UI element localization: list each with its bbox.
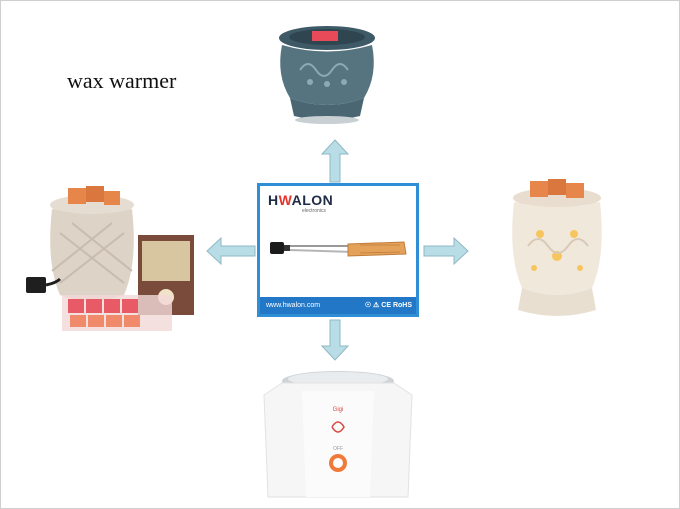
blue-ceramic-warmer [279,26,375,124]
website-url: www.hwalon.com [266,302,321,309]
wax-cube [312,31,338,41]
white-wax-pot: Gigi OFF [263,371,413,498]
pot-switch-label: OFF [333,446,343,452]
arrow-right-icon [423,236,469,266]
caption: wax warmer [67,68,177,93]
lattice-warmer-with-wax-pack [26,186,194,331]
brand-logo: HWALON [268,192,334,208]
pot-brand-label: Gigi [333,407,344,413]
certification-badges: ☉ ⚠ CE RoHS [364,302,412,309]
heater-product-card: HWALON electronics www.hwalon.com ☉ ⚠ CE… [257,183,419,317]
heater-element-icon [270,241,407,257]
power-plug-icon [26,277,46,293]
arrow-left-icon [206,236,256,266]
cream-ceramic-warmer [512,179,602,316]
brand-subtitle: electronics [302,208,326,214]
arrow-down-icon [320,319,350,361]
arrow-up-icon [320,139,350,183]
card-footer: www.hwalon.com ☉ ⚠ CE RoHS [260,297,416,314]
